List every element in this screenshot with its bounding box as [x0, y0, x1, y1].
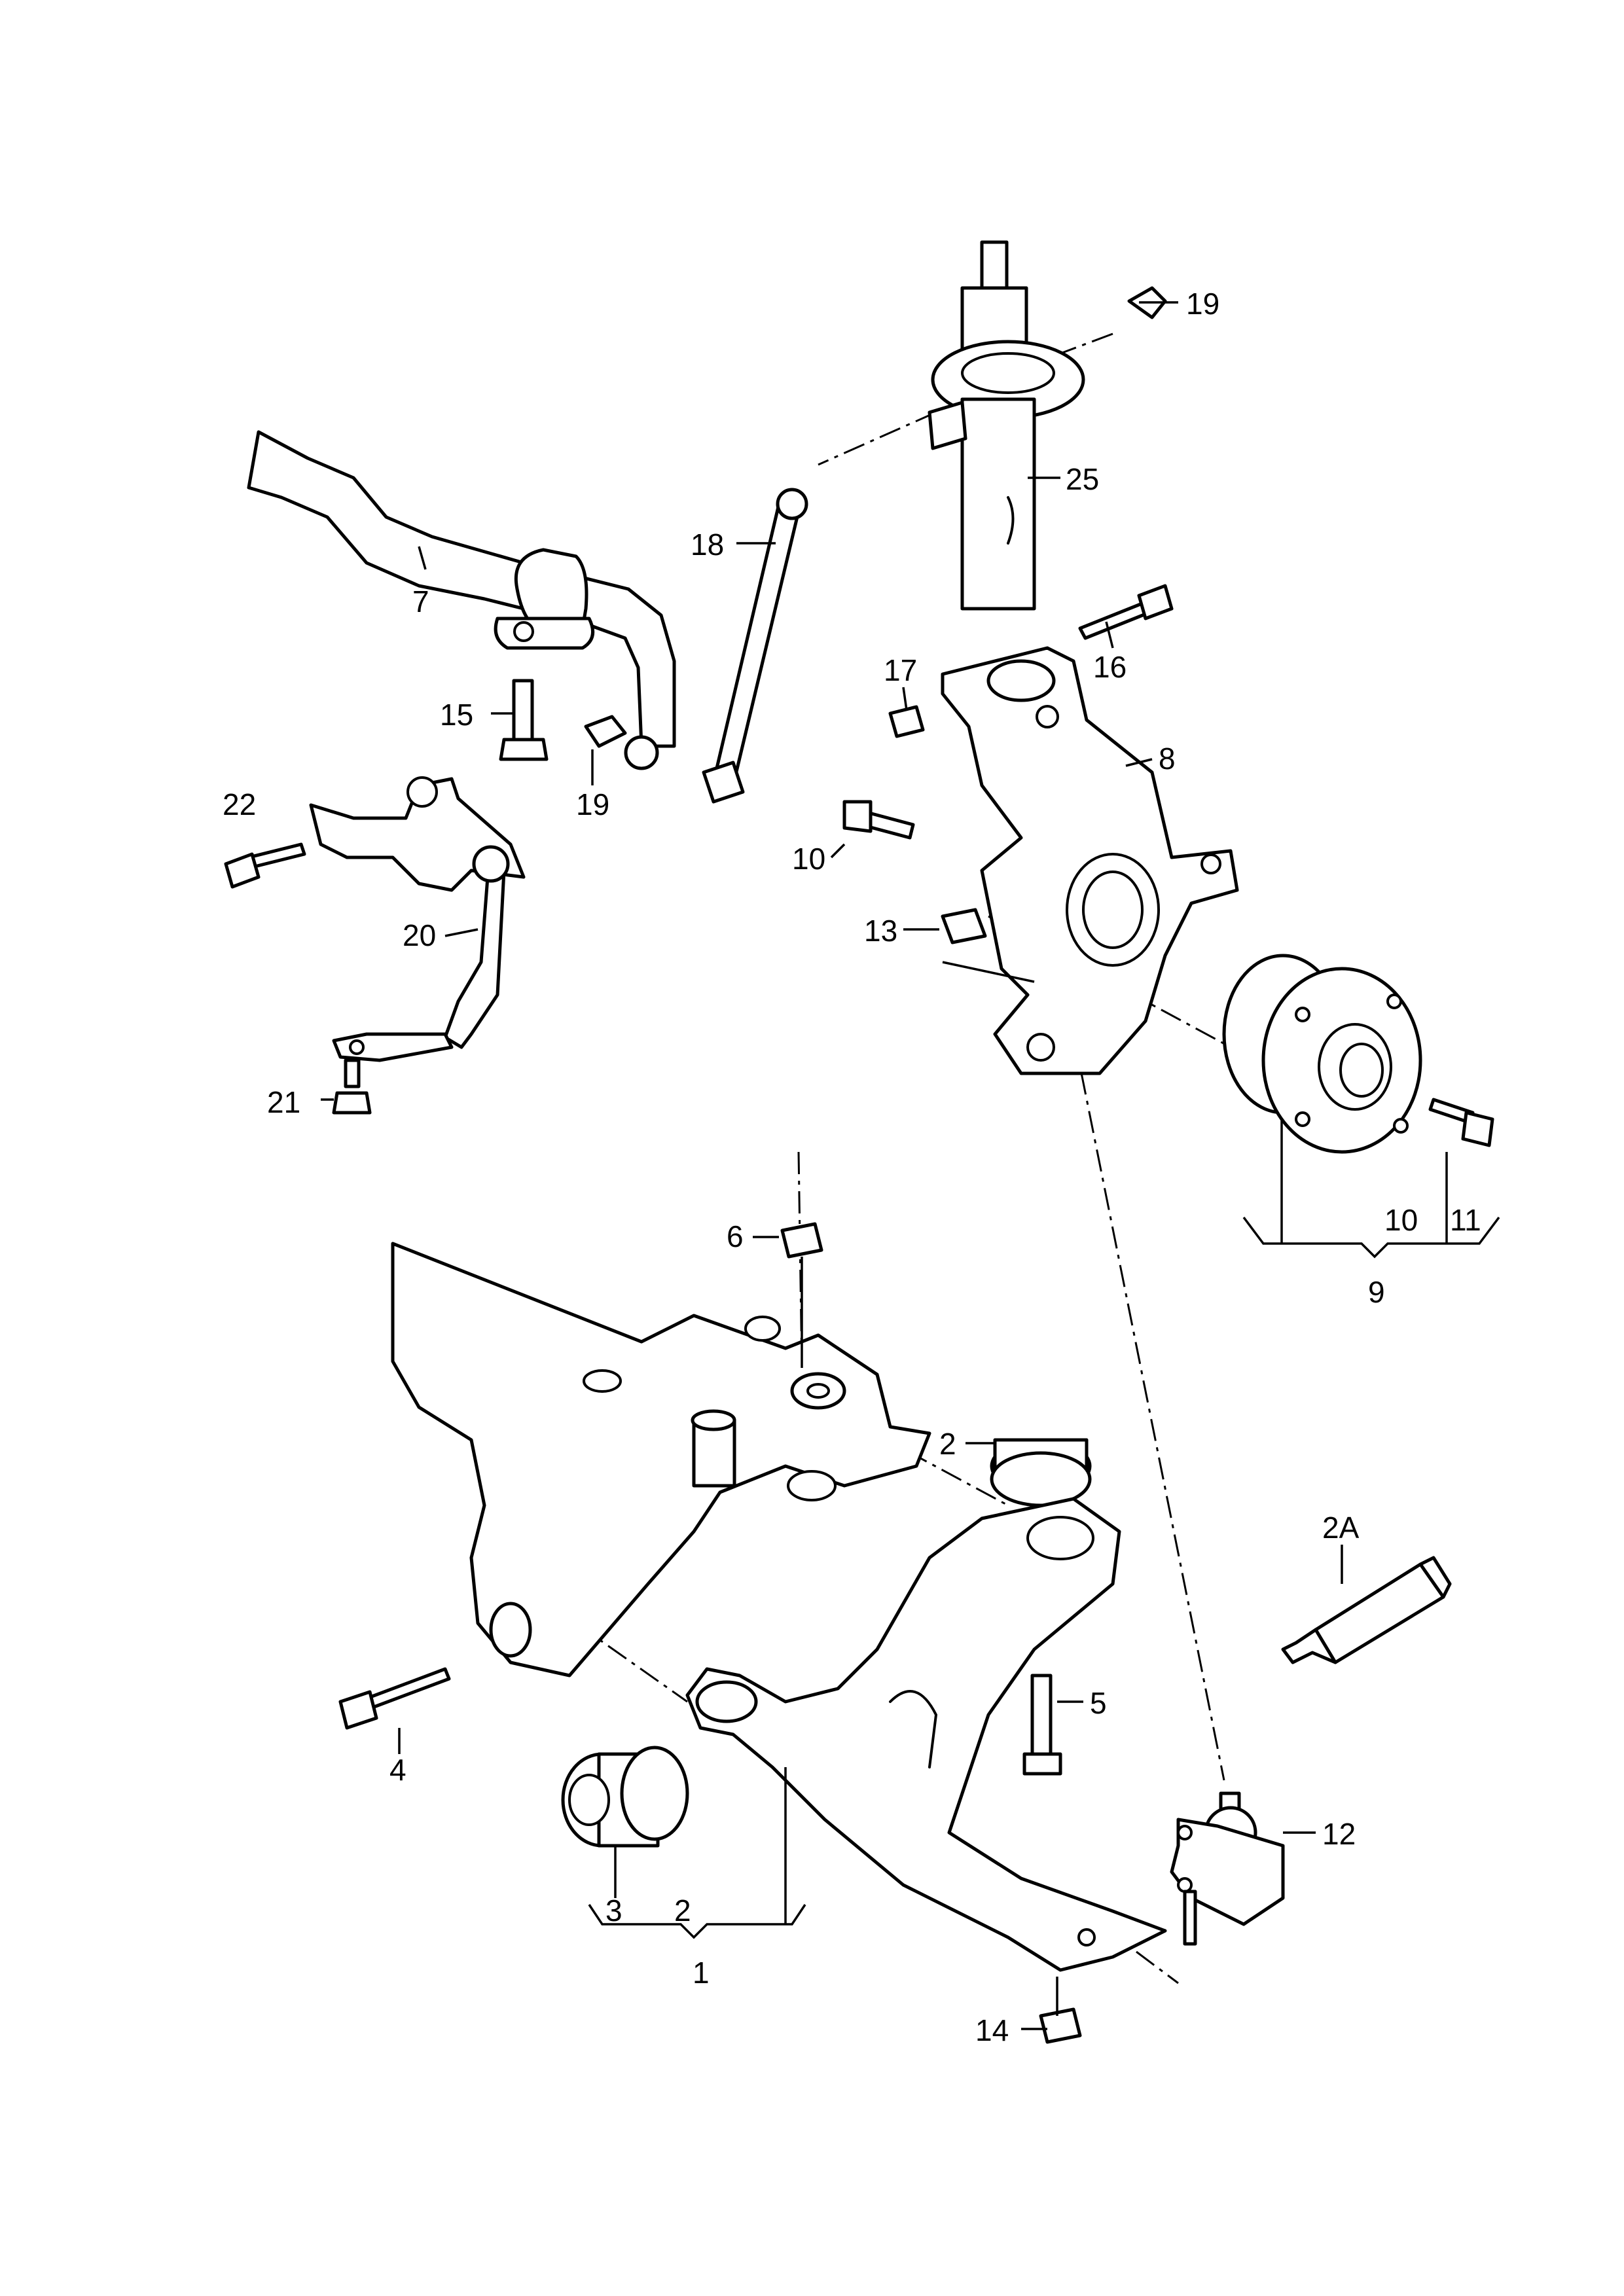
bolt-11	[1428, 1098, 1494, 1147]
callout-19-lower: 19	[576, 787, 609, 821]
ball-joint-12	[1170, 1791, 1285, 1946]
callout-22: 22	[223, 787, 256, 821]
callout-11: 11	[1450, 1203, 1481, 1237]
nut-17	[888, 705, 925, 738]
callout-21: 21	[267, 1085, 300, 1119]
callout-2-bush: 2	[939, 1427, 956, 1461]
callout-13: 13	[864, 914, 897, 948]
callout-19-upper: 19	[1186, 287, 1219, 321]
callout-12: 12	[1322, 1817, 1356, 1851]
callout-2a: 2A	[1322, 1511, 1360, 1545]
callout-1: 1	[693, 1956, 710, 1990]
callout-20: 20	[403, 918, 436, 952]
nut-14	[1039, 2007, 1082, 2044]
bolt-4	[338, 1667, 451, 1730]
subframe	[391, 1242, 931, 1677]
callout-16: 16	[1093, 650, 1127, 684]
bush-3	[561, 1746, 689, 1848]
nut-21	[332, 1058, 372, 1115]
callout-7: 7	[412, 584, 429, 619]
callout-15: 15	[440, 698, 473, 732]
callout-18: 18	[691, 528, 724, 562]
callout-6: 6	[727, 1219, 744, 1253]
callout-labels: 19 25 18 7 16 17 8 15 19 22 10 13 20 21 …	[223, 287, 1481, 2047]
callout-17: 17	[884, 653, 917, 687]
callout-9: 9	[1368, 1275, 1385, 1309]
nut-13	[941, 908, 987, 944]
stabilizer-bar-link	[624, 488, 808, 804]
bolt-15	[499, 679, 549, 761]
leader-lines	[321, 301, 1500, 2030]
grease-tube-2a	[1281, 1556, 1452, 1664]
bush-2	[990, 1438, 1092, 1507]
callout-10-hub: 10	[1384, 1203, 1418, 1237]
nut-19-lower	[584, 715, 627, 748]
callout-5: 5	[1090, 1686, 1107, 1720]
callout-8: 8	[1159, 742, 1176, 776]
wheel-hub-9	[1222, 954, 1422, 1154]
callout-10-knuckle: 10	[792, 842, 825, 876]
bolt-16	[1078, 584, 1174, 640]
callout-4: 4	[389, 1753, 406, 1787]
bolt-10-upper	[842, 800, 915, 840]
track-control-arm-1	[685, 1497, 1167, 1972]
callout-3: 3	[605, 1893, 623, 1928]
bolt-22	[224, 842, 306, 889]
level-sender-20	[309, 776, 526, 1062]
wheel-bearing-housing-8	[941, 646, 1239, 1075]
callout-2-arm: 2	[674, 1893, 691, 1928]
nut-6	[780, 1222, 823, 1259]
bolt-5	[1022, 1674, 1062, 1776]
callout-25: 25	[1066, 462, 1099, 496]
suspension-strut-25	[928, 240, 1085, 611]
callout-14: 14	[975, 2013, 1009, 2047]
